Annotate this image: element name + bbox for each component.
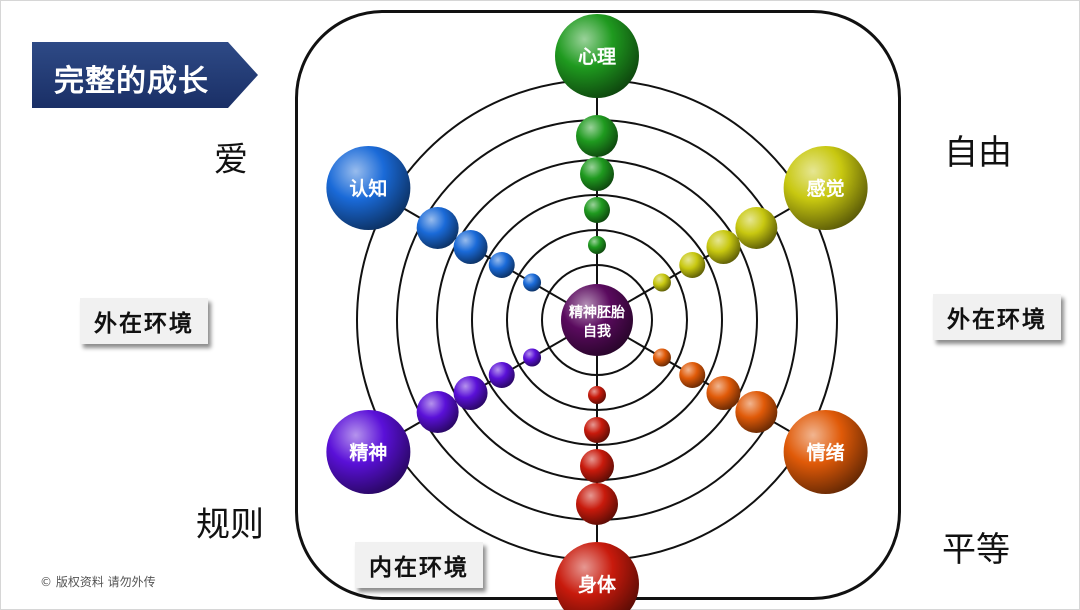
branch-sphere [652, 273, 671, 292]
env-label-left: 外在环境 [80, 298, 208, 344]
branch-sphere [580, 449, 614, 483]
center-label-line2: 自我 [583, 323, 611, 340]
label-freedom: 自由 [944, 133, 1012, 173]
branch-node-label: 感觉 [807, 177, 845, 200]
branch-sphere [584, 197, 610, 223]
branch-node [326, 410, 411, 494]
branch-sphere [706, 376, 741, 410]
page-title: 完整的成长 [54, 64, 209, 99]
branch-sphere [580, 157, 614, 191]
branch-sphere [576, 483, 618, 525]
label-love: 爱 [214, 140, 248, 180]
branch-sphere [453, 230, 488, 264]
banner-arrow-shape [32, 42, 258, 108]
branch-sphere [416, 207, 459, 249]
branch-sphere [652, 348, 671, 367]
env-label-bottom: 内在环境 [355, 542, 483, 588]
label-equality: 平等 [942, 530, 1010, 570]
center-label-line1: 精神胚胎 [569, 304, 625, 321]
copyright-notice: © 版权资料 请勿外传 [40, 575, 156, 589]
branch-node-label: 身体 [578, 573, 617, 596]
branch-sphere [588, 386, 606, 404]
branch-sphere [416, 391, 459, 433]
branch-sphere [576, 115, 618, 157]
branch-sphere [588, 236, 606, 254]
branch-sphere [735, 207, 778, 249]
branch-sphere [453, 376, 488, 410]
branch-node-label: 精神 [349, 441, 387, 464]
branch-sphere [584, 417, 610, 443]
branch-node [326, 146, 411, 230]
branch-sphere [679, 252, 706, 278]
title-banner: 完整的成长 [32, 42, 258, 108]
branch-node [783, 146, 868, 230]
branch-sphere [488, 362, 515, 388]
env-label-right: 外在环境 [933, 294, 1061, 340]
branch-sphere [735, 391, 778, 433]
branch-node [783, 410, 868, 494]
branch-node-label: 心理 [578, 46, 616, 68]
branch-node-label: 情绪 [807, 441, 845, 464]
branch-sphere [488, 252, 515, 278]
branch-sphere [523, 348, 542, 367]
branch-node [555, 14, 639, 98]
branch-sphere [679, 362, 706, 388]
center-node [561, 284, 633, 356]
branch-node-label: 认知 [349, 177, 387, 200]
branch-sphere [706, 230, 741, 264]
label-rules: 规则 [196, 505, 264, 545]
branch-node [555, 542, 639, 610]
branch-sphere [523, 273, 542, 292]
